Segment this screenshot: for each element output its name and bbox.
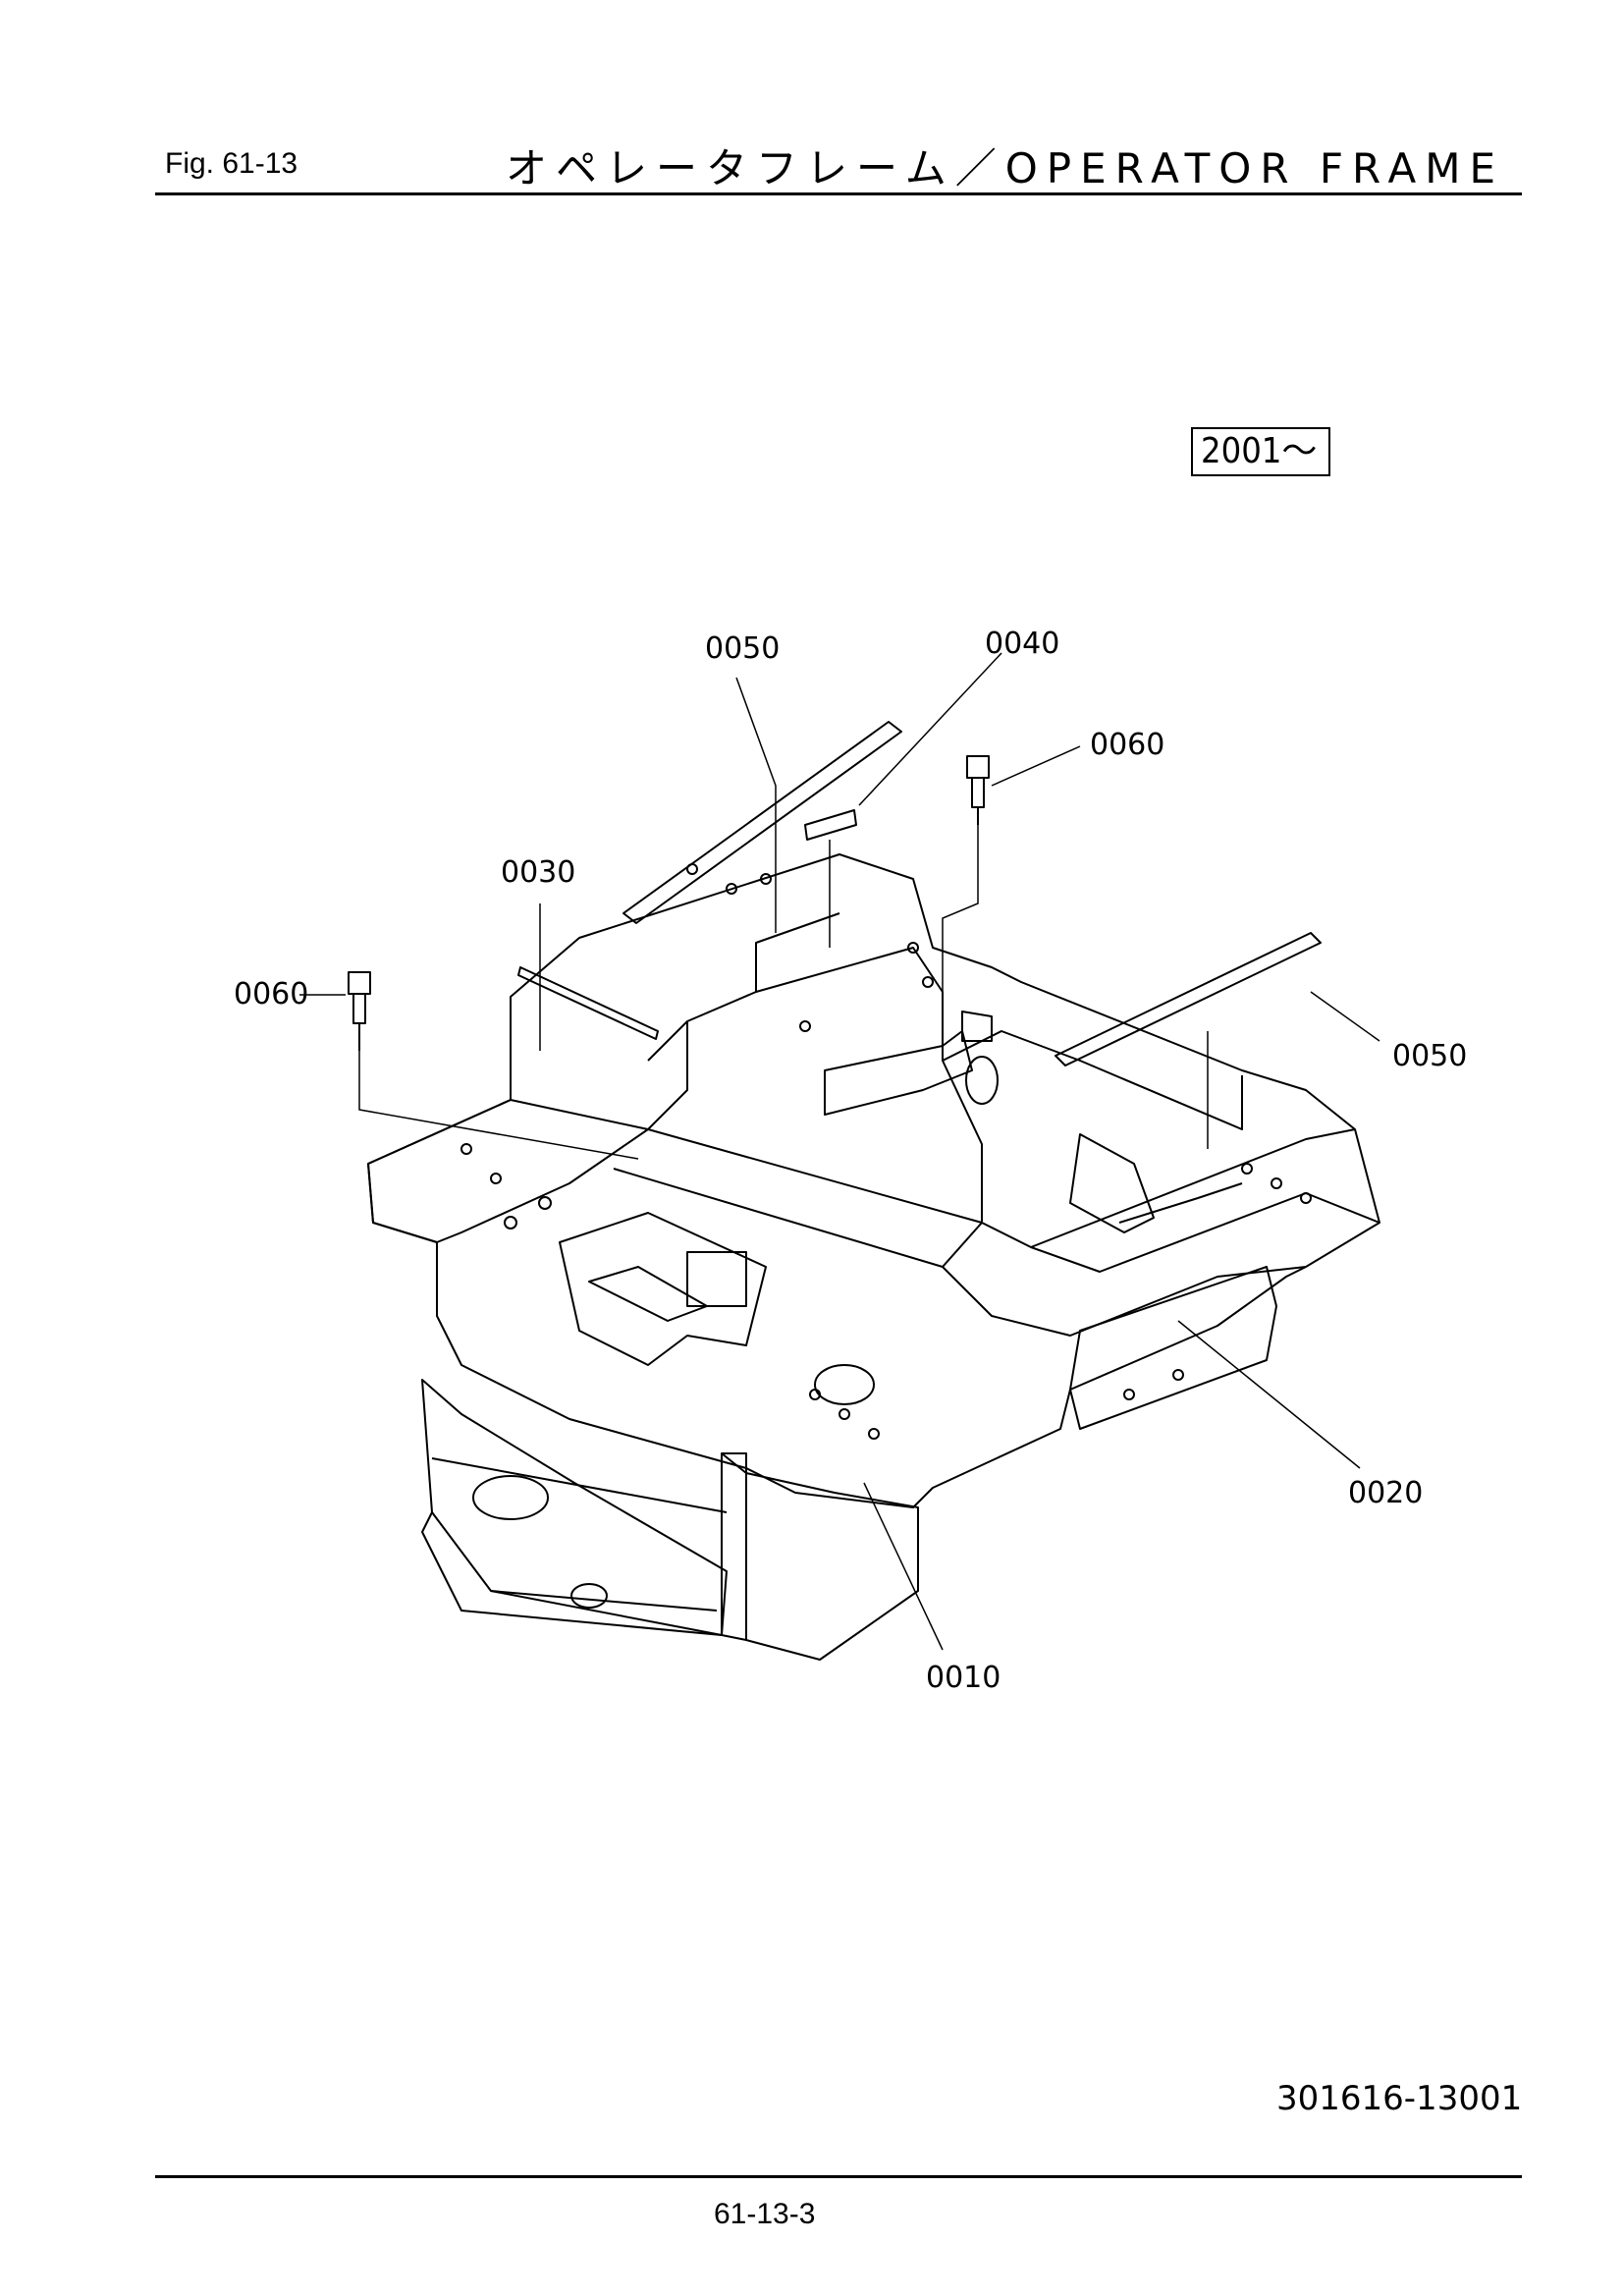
serial-range-badge: 2001～ xyxy=(1191,427,1330,476)
page-title: オペレータフレーム／OPERATOR FRAME xyxy=(506,144,1505,192)
top-strip xyxy=(622,721,902,924)
page-number: 61-13-3 xyxy=(714,2198,816,2230)
right-strip xyxy=(1055,932,1322,1066)
plate xyxy=(517,966,659,1040)
drawing-number: 301616-13001 xyxy=(1276,2079,1523,2118)
bolt-right xyxy=(966,755,990,825)
pad xyxy=(804,809,857,841)
bolt-left xyxy=(348,971,371,1051)
callout-0040: 0040 xyxy=(985,627,1059,661)
callout-0020: 0020 xyxy=(1348,1476,1423,1510)
header-rule xyxy=(155,192,1522,195)
callout-0030: 0030 xyxy=(501,855,575,890)
part-callouts: 0050 0040 0060 0030 0060 0050 0020 0010 xyxy=(234,627,1467,1695)
figure-number: Fig. 61-13 xyxy=(165,147,298,180)
callout-0050-right: 0050 xyxy=(1392,1039,1467,1073)
callout-0060-right: 0060 xyxy=(1090,728,1164,762)
footer-rule xyxy=(155,2175,1522,2178)
leader-lines xyxy=(299,652,1380,1651)
frame-drawing xyxy=(348,721,1380,1661)
mounting-holes xyxy=(460,863,1312,1609)
callout-0060-left: 0060 xyxy=(234,977,308,1011)
callout-0010: 0010 xyxy=(926,1661,1001,1695)
callout-0050-top: 0050 xyxy=(705,631,780,666)
